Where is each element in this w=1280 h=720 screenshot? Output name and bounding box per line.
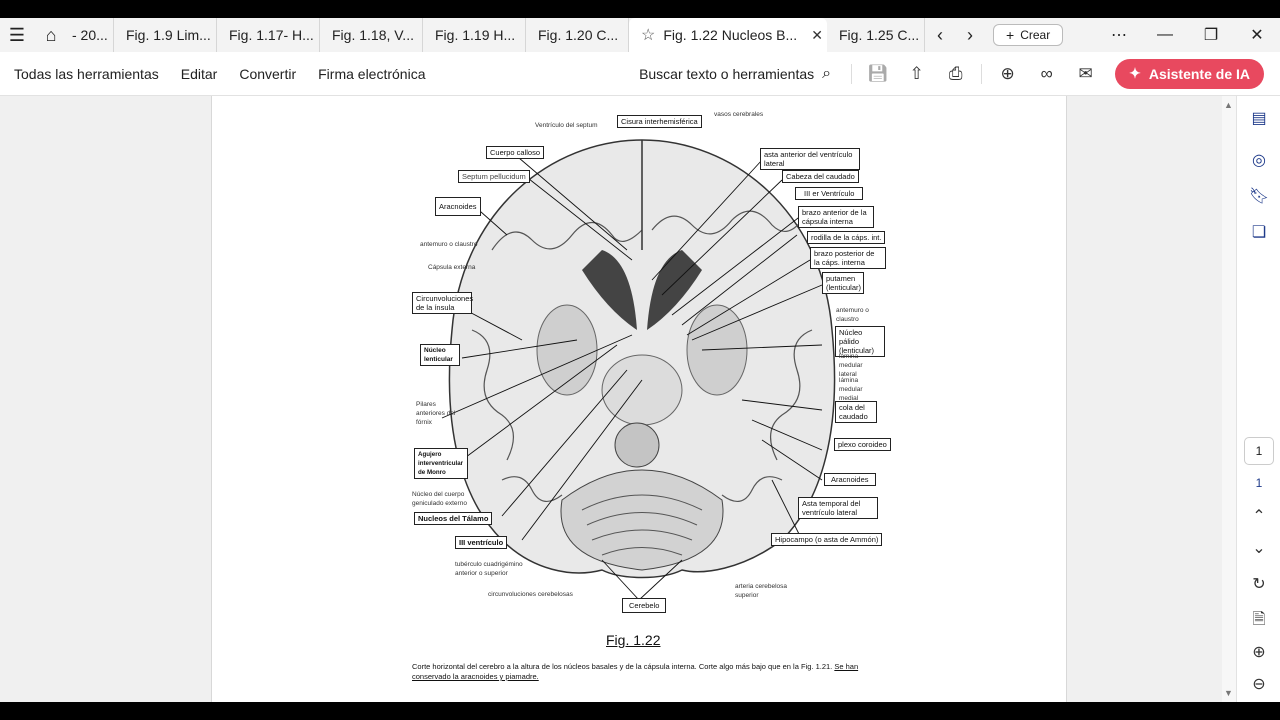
create-button[interactable]: +Crear: [993, 24, 1064, 46]
bookmark-icon[interactable]: 🔖︎: [1248, 188, 1270, 205]
label-asta-anterior: asta anterior del ventrículo lateral: [760, 148, 860, 170]
document-settings-icon[interactable]: 🗎︎: [1252, 611, 1266, 628]
close-tab-icon[interactable]: ✕: [811, 26, 823, 43]
document-viewer[interactable]: Ventrículo del septum Cisura interhemisf…: [0, 96, 1222, 702]
save-icon[interactable]: 💾︎: [866, 63, 889, 83]
ai-assistant-button[interactable]: ✦ Asistente de IA: [1115, 58, 1264, 89]
chevron-right-icon[interactable]: ›: [967, 24, 973, 45]
vertical-scrollbar[interactable]: ▲ ▼: [1222, 96, 1236, 702]
tab-partial[interactable]: - 20...: [68, 18, 114, 52]
star-icon[interactable]: ☆: [641, 27, 656, 44]
toolbar-divider: [851, 63, 853, 84]
chevron-left-icon[interactable]: ‹: [937, 24, 943, 45]
chevron-up-icon[interactable]: ⌃: [1252, 508, 1266, 525]
email-icon[interactable]: ✉: [1078, 63, 1093, 83]
more-options-icon[interactable]: ⋯: [1111, 27, 1127, 44]
current-page-input[interactable]: 1: [1244, 437, 1274, 465]
label-arteria: arteria cerebelosa superior: [735, 583, 788, 599]
tab-fig-1-22-active[interactable]: ☆ Fig. 1.22 Nucleos B... ✕: [629, 18, 827, 52]
label-lamina-lateral: lámina medular lateral: [839, 353, 863, 378]
label-vasos: vasos cerebrales: [714, 111, 764, 118]
caption-main: Corte horizontal del cerebro a la altura…: [412, 662, 835, 671]
tab-fig-1-18[interactable]: Fig. 1.18, V...: [320, 18, 423, 52]
label-brazo-posterior: brazo posterior de la cáps. interna: [810, 247, 886, 269]
figure-caption: Corte horizontal del cerebro a la altura…: [412, 662, 872, 682]
minimize-icon[interactable]: —: [1157, 26, 1173, 43]
label-cola-caudado: cola del caudado: [835, 401, 877, 423]
caption-underlined: Se han conservado la aracnoides y piamad…: [412, 662, 859, 681]
label-agujero-monro: Agujero interventricular de Monro: [414, 448, 468, 479]
label-iii-ventriculo-left: III ventrículo: [455, 536, 508, 549]
main-toolbar: Todas las herramientas Editar Convertir …: [0, 52, 1280, 96]
tab-fig-1-9[interactable]: Fig. 1.9 Lim...: [114, 18, 217, 52]
label-aracnoides-right: Aracnoides: [824, 473, 876, 486]
pages-icon[interactable]: ❏: [1251, 224, 1267, 241]
tab-fig-1-20[interactable]: Fig. 1.20 C...: [526, 18, 629, 52]
plus-icon: +: [1006, 27, 1015, 43]
right-tool-panel: ▤ ◎ 🔖︎ ❏ 1 1 ⌃ ⌄ ↻ 🗎︎ ⊕ ⊖: [1236, 96, 1280, 702]
menu-edit[interactable]: Editar: [180, 65, 218, 82]
menu-e-sign[interactable]: Firma electrónica: [318, 65, 426, 82]
tab-fig-1-25[interactable]: Fig. 1.25 C...: [827, 18, 925, 52]
label-cerebelo: Cerebelo: [622, 598, 667, 613]
brain-figure: Ventrículo del septum Cisura interhemisf…: [402, 100, 891, 630]
label-septum-pellucidum: Septum pellucidum: [458, 170, 530, 183]
search-tools-button[interactable]: Buscar texto o herramientas ⌕: [639, 64, 832, 82]
scroll-down-arrow-icon[interactable]: ▼: [1224, 688, 1233, 698]
tab-fig-1-17[interactable]: Fig. 1.17- H...: [217, 18, 320, 52]
label-putamen: putamen (lenticular): [822, 272, 864, 294]
label-capsula-externa: Cápsula externa: [428, 264, 476, 271]
label-nucleos-talamo: Nucleos del Tálamo: [414, 512, 493, 525]
share-user-icon[interactable]: ⊕: [1000, 63, 1015, 83]
label-nucleo-geniculado: Núcleo del cuerpo geniculado externo: [412, 491, 467, 507]
scroll-up-arrow-icon[interactable]: ▲: [1224, 100, 1233, 110]
label-hipocampo: Hipocampo (o asta de Ammón): [771, 533, 883, 546]
label-tuberculo: tubérculo cuadrigémino anterior o superi…: [455, 561, 523, 577]
label-ventriculo-septum: Ventrículo del septum: [535, 122, 598, 129]
toolbar-divider: [981, 63, 983, 84]
label-antemuro: antemuro o claustro: [420, 241, 478, 248]
brain-section-illustration: [441, 139, 836, 601]
zoom-in-icon[interactable]: ⊕: [1252, 644, 1266, 661]
label-asta-temporal: Asta temporal del ventrículo lateral: [798, 497, 878, 519]
close-window-icon[interactable]: ✕: [1250, 27, 1264, 44]
total-pages: 1: [1255, 476, 1263, 490]
label-iii-ventriculo-right: III er Ventrículo: [795, 187, 864, 200]
figure-title: Fig. 1.22: [606, 632, 661, 648]
label-plexo: plexo coroideo: [834, 438, 891, 451]
label-nucleo-lenticular: Núcleo lenticular: [420, 344, 460, 366]
zoom-out-icon[interactable]: ⊖: [1252, 676, 1266, 693]
pdf-page: Ventrículo del septum Cisura interhemisf…: [211, 96, 1067, 702]
tab-fig-1-19[interactable]: Fig. 1.19 H...: [423, 18, 526, 52]
rotate-icon[interactable]: ↻: [1252, 576, 1266, 593]
restore-icon[interactable]: ❐: [1203, 27, 1219, 44]
label-brazo-anterior: brazo anterior de la cápsula interna: [798, 206, 874, 228]
link-icon[interactable]: ∞: [1040, 63, 1053, 83]
label-circunvoluciones-insula: Circunvoluciones de la ínsula: [412, 292, 473, 314]
label-cisura: Cisura interhemisférica: [617, 115, 702, 128]
print-icon[interactable]: ⎙: [948, 63, 963, 83]
comment-icon[interactable]: ◎: [1252, 152, 1266, 169]
label-cabeza-caudado: Cabeza del caudado: [782, 170, 859, 183]
label-lamina-medial: lámina medular medial: [839, 377, 863, 402]
label-rodilla: rodilla de la cáps. int.: [807, 231, 886, 244]
chevron-down-icon[interactable]: ⌄: [1252, 540, 1266, 557]
label-cuerpo-calloso: Cuerpo calloso: [486, 146, 545, 159]
search-icon: ⌕: [822, 64, 832, 82]
label-nucleo-palido: Núcleo pálido (lenticular): [835, 326, 885, 357]
upload-cloud-icon[interactable]: ⇧: [909, 63, 924, 83]
ai-sparkle-icon: ✦: [1129, 65, 1141, 81]
ai-summary-icon[interactable]: ▤: [1251, 110, 1267, 127]
home-icon[interactable]: ⌂: [45, 24, 57, 45]
menu-icon[interactable]: ☰: [8, 24, 26, 45]
bottom-black-bar: [0, 702, 1280, 720]
label-pilares-fornix: Pilares anteriores del fórnix: [416, 401, 456, 426]
label-aracnoides-left: Aracnoides: [435, 197, 481, 216]
tab-bar: ☰ ⌂ - 20... Fig. 1.9 Lim... Fig. 1.17- H…: [0, 18, 1280, 52]
label-circunvoluciones-cerebelosas: circunvoluciones cerebelosas: [488, 591, 573, 598]
menu-convert[interactable]: Convertir: [239, 65, 297, 82]
top-black-bar: [0, 0, 1280, 18]
label-antemuro-right: antemuro o claustro: [836, 307, 869, 323]
menu-all-tools[interactable]: Todas las herramientas: [14, 65, 159, 82]
